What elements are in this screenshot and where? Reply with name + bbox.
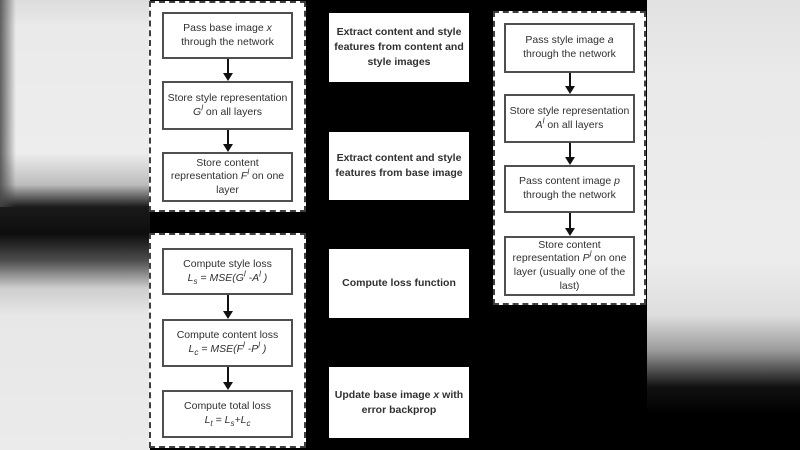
arrow-shaft bbox=[568, 143, 571, 157]
arrow-down-icon bbox=[564, 73, 575, 94]
arrow-head bbox=[222, 73, 233, 81]
arrow-shaft bbox=[568, 73, 571, 86]
note-compute-loss-function: Compute loss function bbox=[329, 249, 469, 318]
arrow-down-icon bbox=[564, 143, 575, 165]
arrow-shaft bbox=[568, 213, 571, 228]
arrow-down-icon bbox=[222, 295, 233, 319]
arrow-down-icon bbox=[222, 59, 233, 81]
arrow-head bbox=[564, 157, 575, 165]
note-label: Compute loss function bbox=[342, 277, 456, 290]
arrow-head bbox=[222, 382, 233, 390]
arrow-down-icon bbox=[222, 130, 233, 152]
arrow-head bbox=[564, 228, 575, 236]
arrow-shaft bbox=[226, 295, 229, 311]
arrow-head bbox=[222, 144, 233, 152]
background-left-blur bbox=[0, 0, 150, 450]
arrow-down-icon bbox=[564, 213, 575, 236]
arrow-head bbox=[564, 86, 575, 94]
arrow-down-icon bbox=[222, 367, 233, 390]
arrow-head bbox=[222, 311, 233, 319]
background-left-edge-shade bbox=[0, 0, 16, 207]
background-right-blur bbox=[647, 0, 800, 450]
arrow-shaft bbox=[226, 59, 229, 73]
arrow-shaft bbox=[226, 367, 229, 382]
arrow-shaft bbox=[226, 130, 229, 144]
